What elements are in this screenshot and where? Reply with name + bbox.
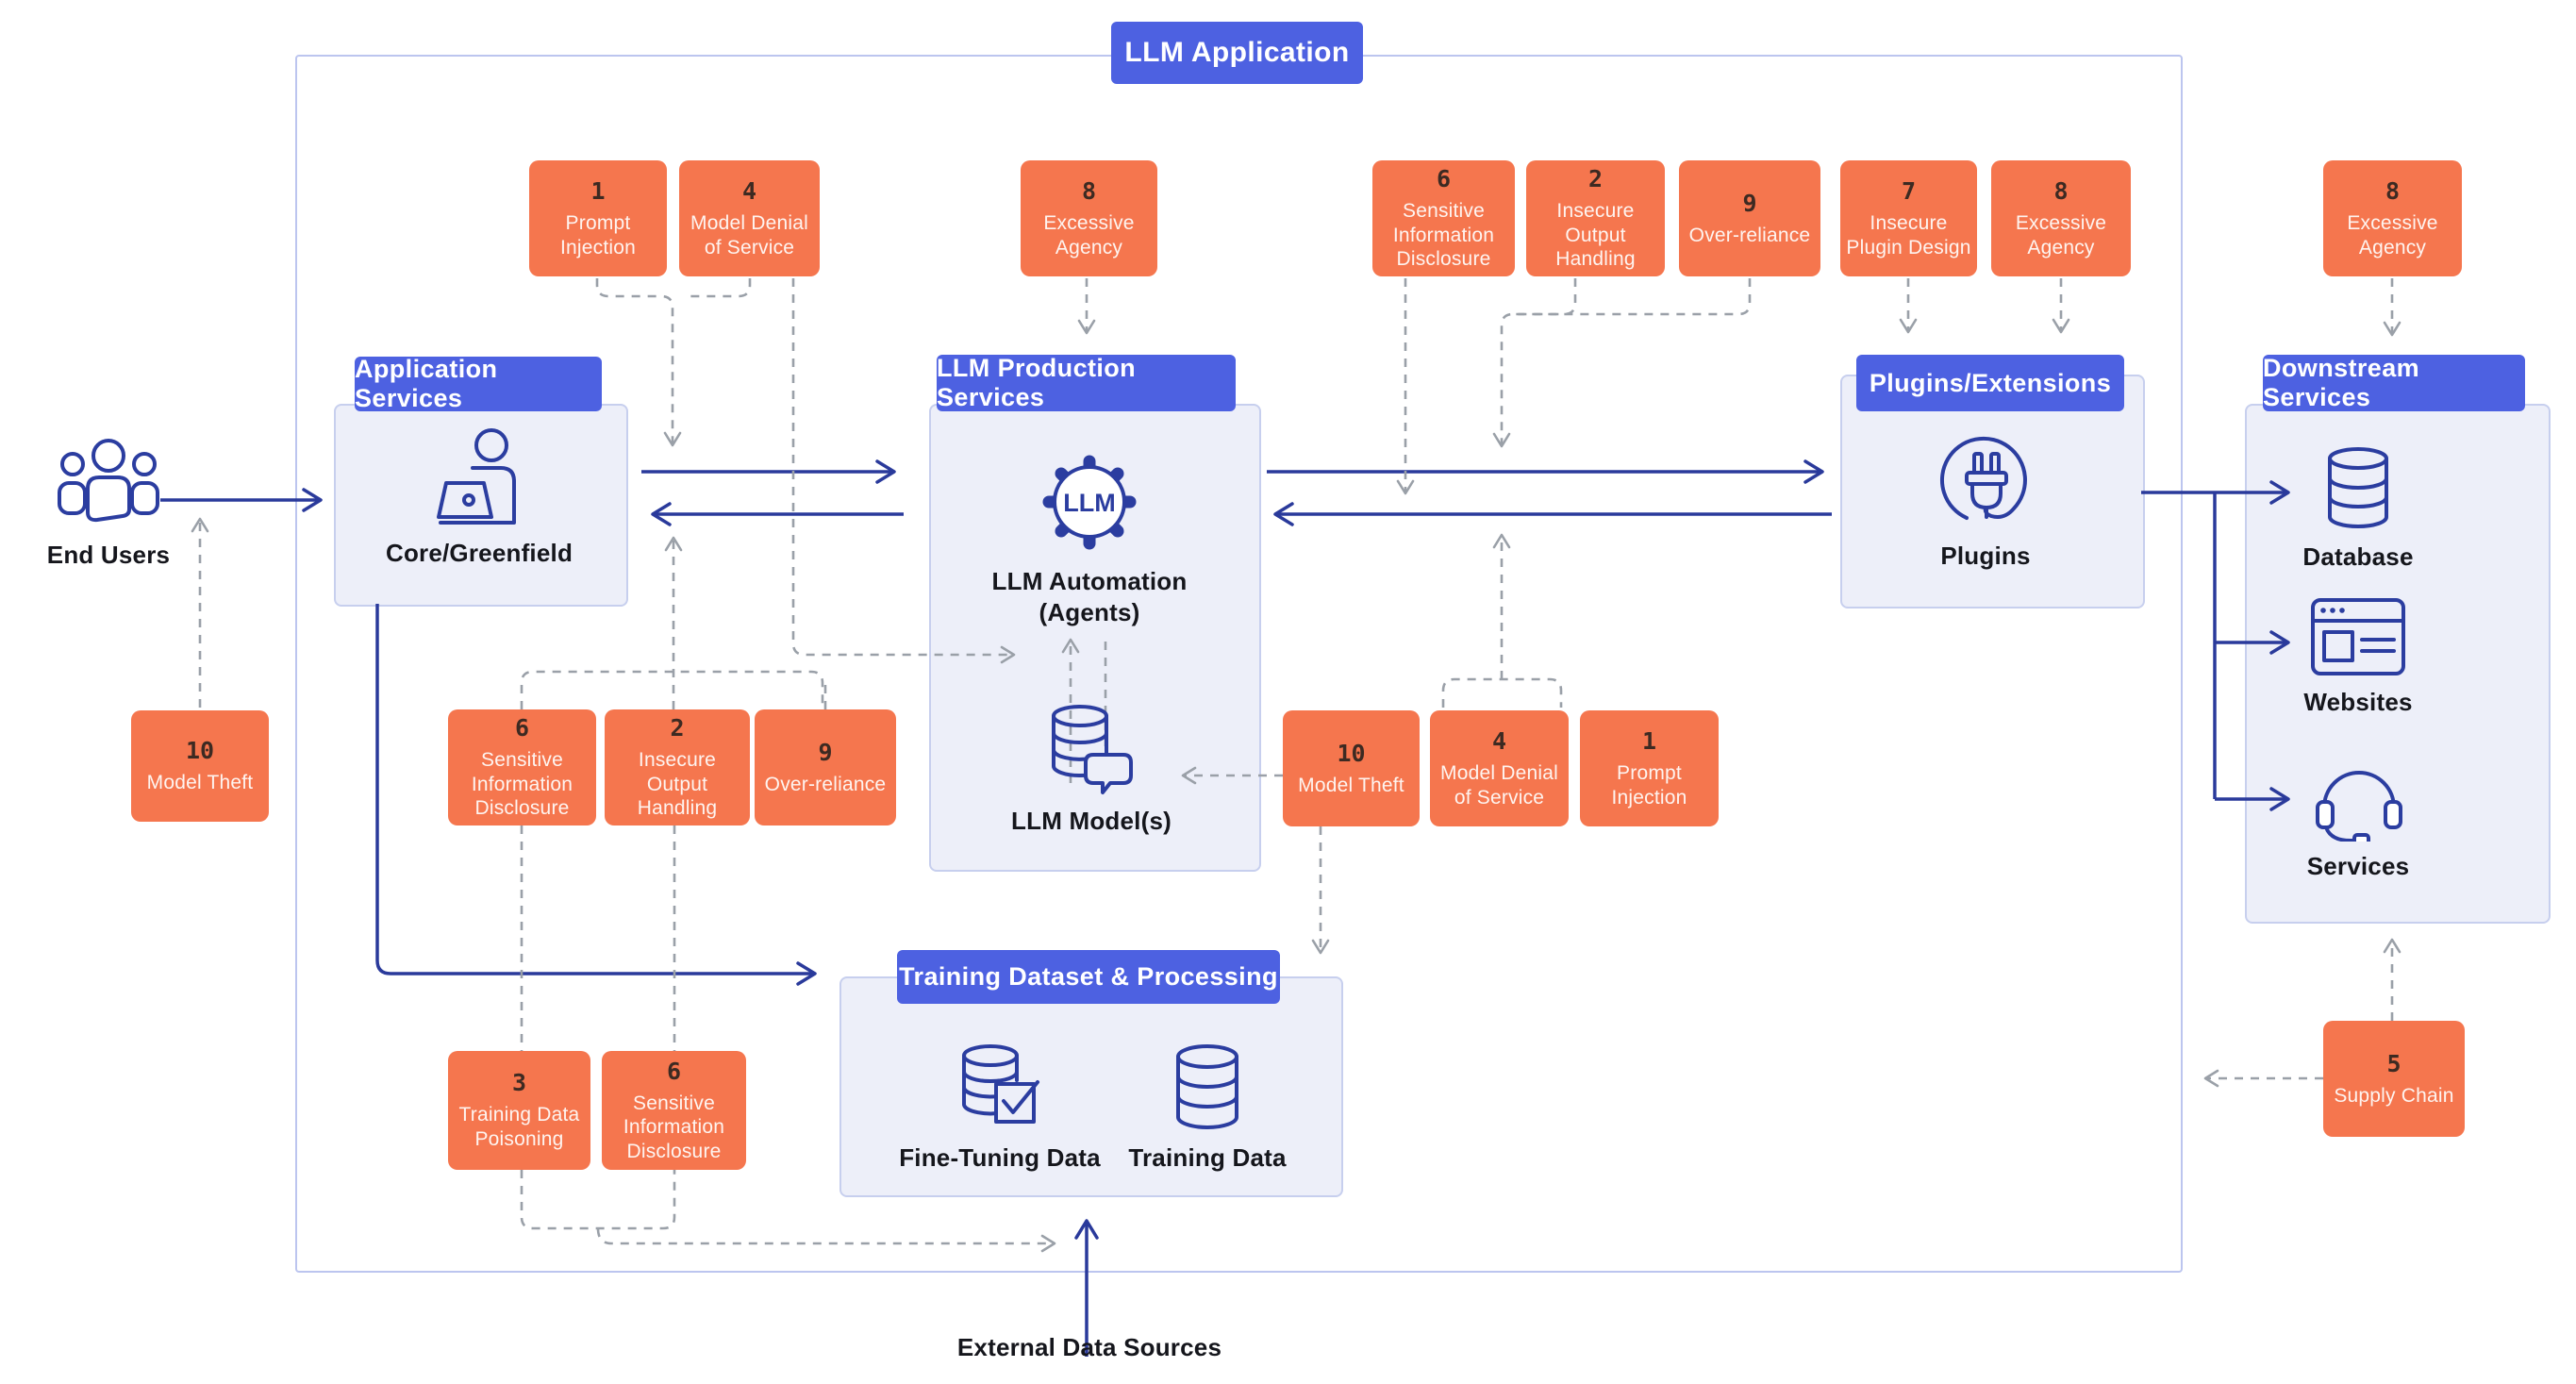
risk-number: 4 [741, 176, 757, 205]
risk-box-excessive-agency-production: 8 Excessive Agency [1021, 160, 1157, 276]
risk-number: 3 [511, 1069, 527, 1097]
plug-icon [1933, 429, 2038, 531]
risk-label: Sensitive Information Disclosure [471, 749, 573, 820]
risk-number: 8 [2385, 176, 2401, 205]
diagram-title: LLM Application [1111, 22, 1363, 84]
risk-box-insecure-output-app: 2 Insecure Output Handling [605, 709, 750, 825]
core-greenfield-node: Core/Greenfield [375, 426, 583, 569]
risk-number: 9 [818, 738, 833, 766]
database-icon [1165, 1042, 1250, 1133]
risk-label: Over-reliance [764, 773, 887, 795]
risk-box-sensitive-info-top: 6 Sensitive Information Disclosure [1372, 160, 1515, 276]
risk-box-overreliance-top: 9 Over-reliance [1679, 160, 1820, 276]
risk-box-supply-chain: 5 Supply Chain [2323, 1021, 2465, 1137]
external-data-sources-node: External Data Sources [948, 1332, 1231, 1363]
risk-box-model-theft-models: 10 Model Theft [1283, 710, 1420, 826]
risk-box-excessive-agency-plugins: 8 Excessive Agency [1991, 160, 2131, 276]
risk-label: Excessive Agency [2015, 211, 2107, 258]
risk-label: Training Data Poisoning [458, 1104, 580, 1150]
risk-number: 8 [2053, 176, 2069, 205]
training-data-label: Training Data [1128, 1143, 1287, 1172]
risk-label: Excessive Agency [2347, 211, 2438, 258]
risk-number: 1 [1641, 726, 1657, 755]
risk-box-sensitive-info-app: 6 Sensitive Information Disclosure [448, 709, 596, 825]
risk-number: 6 [666, 1057, 682, 1085]
training-dataset-panel [839, 976, 1343, 1197]
risk-label: Sensitive Information Disclosure [1392, 200, 1495, 271]
fine-tuning-data-label: Fine-Tuning Data [899, 1143, 1101, 1172]
websites-label: Websites [2303, 688, 2413, 716]
risk-box-prompt-injection-models: 1 Prompt Injection [1580, 710, 1719, 826]
training-dataset-header: Training Dataset & Processing [897, 950, 1280, 1004]
core-greenfield-label: Core/Greenfield [385, 539, 573, 567]
risk-box-insecure-output-top: 2 Insecure Output Handling [1526, 160, 1665, 276]
risk-number: 6 [1436, 165, 1452, 193]
llm-automation-label: LLM Automation [991, 567, 1188, 595]
risk-box-overreliance-app: 9 Over-reliance [755, 709, 896, 825]
llm-models-label: LLM Model(s) [1011, 807, 1172, 835]
risk-box-model-dos-models: 4 Model Denial of Service [1430, 710, 1569, 826]
browser-icon [2307, 596, 2409, 677]
llm-automation-sublabel: (Agents) [1039, 597, 1140, 626]
plugins-label: Plugins [1940, 542, 2031, 570]
risk-label: Supply Chain [2334, 1084, 2454, 1107]
application-services-header: Application Services [355, 355, 602, 412]
training-data-node: Training Data [1113, 1042, 1302, 1174]
risk-box-insecure-plugin-design: 7 Insecure Plugin Design [1840, 160, 1977, 276]
risk-box-excessive-agency-downstream: 8 Excessive Agency [2323, 160, 2462, 276]
fine-tuning-data-node: Fine-Tuning Data [896, 1042, 1104, 1174]
llm-automation-node: LLM LLM Automation (Agents) [981, 451, 1198, 627]
risk-number: 2 [670, 714, 685, 742]
risk-number: 1 [590, 176, 606, 205]
websites-node: Websites [2264, 596, 2452, 718]
downstream-services-header: Downstream Services [2263, 354, 2525, 411]
risk-label: Model Denial of Service [1440, 761, 1558, 809]
end-users-node: End Users [19, 436, 198, 571]
risk-number: 6 [514, 714, 530, 742]
risk-label: Excessive Agency [1043, 211, 1135, 258]
headset-icon [2307, 755, 2409, 842]
users-icon [52, 436, 165, 530]
risk-label: Prompt Injection [559, 211, 637, 258]
risk-label: Insecure Plugin Design [1846, 211, 1971, 258]
risk-label: Sensitive Information Disclosure [623, 1092, 725, 1162]
risk-label: Prompt Injection [1611, 761, 1687, 809]
risk-box-model-dos-top: 4 Model Denial of Service [679, 160, 820, 276]
plugins-extensions-header: Plugins/Extensions [1856, 355, 2124, 411]
gear-llm-text: LLM [1063, 489, 1115, 517]
risk-label: Model Theft [1298, 774, 1404, 796]
risk-box-prompt-injection-top: 1 Prompt Injection [529, 160, 667, 276]
risk-number: 10 [185, 737, 215, 765]
risk-label: Model Denial of Service [690, 211, 808, 258]
database-label: Database [2302, 542, 2414, 571]
llm-models-node: LLM Model(s) [988, 702, 1195, 837]
risk-label: Insecure Output Handling [637, 749, 718, 820]
database-icon [2316, 445, 2401, 532]
risk-label: Insecure Output Handling [1555, 200, 1636, 271]
risk-label: Over-reliance [1688, 224, 1811, 246]
person-laptop-icon [424, 426, 535, 528]
risk-box-training-data-poisoning: 3 Training Data Poisoning [448, 1051, 590, 1170]
downstream-services-panel [2245, 404, 2551, 924]
services-node: Services [2264, 755, 2452, 882]
risk-box-sensitive-info-training: 6 Sensitive Information Disclosure [602, 1051, 746, 1170]
database-chat-icon [1042, 702, 1140, 796]
risk-label: Model Theft [146, 772, 254, 794]
llm-production-services-header: LLM Production Services [937, 354, 1236, 411]
risk-number: 7 [1901, 176, 1917, 205]
end-users-label: End Users [46, 541, 171, 569]
risk-number: 8 [1081, 176, 1097, 205]
risk-number: 9 [1742, 189, 1757, 217]
plugins-node: Plugins [1882, 429, 2089, 572]
risk-number: 5 [2386, 1049, 2401, 1077]
services-label: Services [2306, 852, 2410, 880]
risk-number: 4 [1491, 726, 1507, 755]
risk-box-model-theft-endusers: 10 Model Theft [131, 710, 269, 822]
database-node: Database [2264, 445, 2452, 573]
external-data-sources-label: External Data Sources [956, 1333, 1222, 1361]
risk-number: 10 [1337, 739, 1366, 767]
llm-gear-icon: LLM [1037, 451, 1142, 557]
database-check-icon [953, 1042, 1047, 1133]
risk-number: 2 [1587, 165, 1604, 193]
